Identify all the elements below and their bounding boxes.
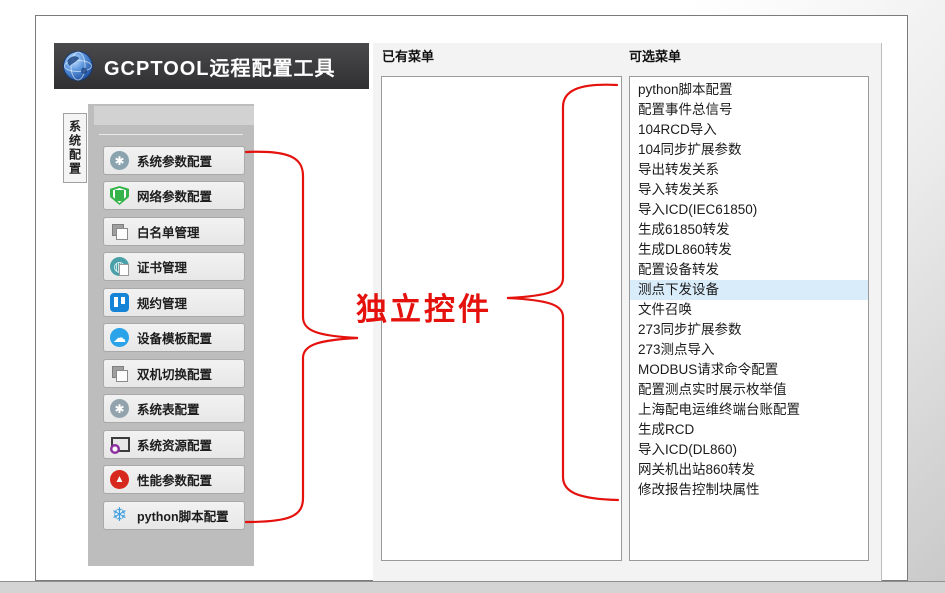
list-item[interactable]: MODBUS请求命令配置	[638, 362, 779, 377]
protocol-board-icon	[110, 293, 129, 312]
sidebar-button-network-params[interactable]: 网络参数配置	[103, 181, 245, 210]
titlebar: GCPTOOL远程配置工具	[54, 43, 369, 89]
globe-logo-icon	[63, 51, 93, 81]
sidebar-button-label: 性能参数配置	[137, 474, 213, 488]
sidebar-divider	[99, 134, 243, 135]
list-item[interactable]: 273同步扩展参数	[638, 322, 742, 337]
tab-system-config[interactable]: 系统配置	[63, 113, 87, 183]
list-item[interactable]: 生成DL860转发	[638, 242, 732, 257]
sidebar-button-label: python脚本配置	[137, 510, 229, 524]
list-item[interactable]: python脚本配置	[638, 82, 733, 97]
cloud-icon	[110, 328, 129, 347]
list-item[interactable]: 生成RCD	[638, 422, 695, 437]
app-title: GCPTOOL远程配置工具	[104, 57, 336, 80]
available-menu-listbox[interactable]: python脚本配置 配置事件总信号 104RCD导入 104同步扩展参数 导出…	[629, 76, 869, 561]
list-item-selected[interactable]: 测点下发设备	[630, 280, 868, 300]
app-window: GCPTOOL远程配置工具 系统配置 系统参数配置 网络参数配置 白名单管理 证…	[35, 15, 908, 581]
sidebar-header-bar	[94, 106, 254, 125]
sidebar-button-device-template[interactable]: 设备模板配置	[103, 323, 245, 352]
existing-menu-listbox[interactable]	[381, 76, 622, 561]
sidebar-button-label: 系统表配置	[137, 403, 200, 417]
performance-icon	[110, 470, 129, 489]
list-item[interactable]: 上海配电运维终端台账配置	[638, 402, 800, 417]
certificate-globe-icon	[110, 257, 129, 276]
sidebar-button-label: 证书管理	[137, 261, 188, 275]
gear-icon	[110, 399, 129, 418]
sidebar-button-protocols[interactable]: 规约管理	[103, 288, 245, 317]
sidebar-button-performance-params[interactable]: 性能参数配置	[103, 465, 245, 494]
sidebar-button-python-script[interactable]: python脚本配置	[103, 501, 245, 530]
existing-menu-label: 已有菜单	[382, 49, 435, 64]
list-item[interactable]: 104RCD导入	[638, 122, 717, 137]
list-item[interactable]: 273测点导入	[638, 342, 715, 357]
sidebar-button-label: 系统资源配置	[137, 439, 213, 453]
list-item[interactable]: 104同步扩展参数	[638, 142, 742, 157]
available-menu-label: 可选菜单	[629, 49, 682, 64]
layers-icon	[110, 222, 129, 241]
gear-icon	[110, 151, 129, 170]
sidebar-button-label: 设备模板配置	[137, 332, 213, 346]
list-item[interactable]: 文件召唤	[638, 302, 692, 317]
list-item[interactable]: 导入转发关系	[638, 182, 719, 197]
list-item[interactable]: 生成61850转发	[638, 222, 730, 237]
sidebar-button-certificates[interactable]: 证书管理	[103, 252, 245, 281]
sidebar-button-system-resources[interactable]: 系统资源配置	[103, 430, 245, 459]
list-item[interactable]: 导入ICD(IEC61850)	[638, 202, 758, 217]
sidebar-button-label: 白名单管理	[137, 226, 200, 240]
list-item[interactable]: 配置设备转发	[638, 262, 719, 277]
sidebar: 系统参数配置 网络参数配置 白名单管理 证书管理 规约管理 设备模板配置 双机切…	[88, 104, 254, 566]
sidebar-button-label: 双机切换配置	[137, 368, 213, 382]
list-item[interactable]: 网关机出站860转发	[638, 462, 756, 477]
window-bottom-edge	[0, 581, 945, 593]
snowflake-icon	[110, 506, 129, 525]
sidebar-button-system-params[interactable]: 系统参数配置	[103, 146, 245, 175]
list-item[interactable]: 配置测点实时展示枚举值	[638, 382, 787, 397]
dual-machine-icon	[110, 364, 129, 383]
sidebar-button-label: 规约管理	[137, 297, 188, 311]
sidebar-button-dual-machine[interactable]: 双机切换配置	[103, 359, 245, 388]
shield-icon	[110, 186, 129, 205]
list-item[interactable]: 导入ICD(DL860)	[638, 442, 738, 457]
monitor-icon	[110, 435, 130, 454]
sidebar-button-system-table[interactable]: 系统表配置	[103, 394, 245, 423]
list-item[interactable]: 配置事件总信号	[638, 102, 733, 117]
sidebar-button-label: 系统参数配置	[137, 155, 213, 169]
sidebar-button-label: 网络参数配置	[137, 190, 213, 204]
sidebar-button-whitelist[interactable]: 白名单管理	[103, 217, 245, 246]
list-item[interactable]: 导出转发关系	[638, 162, 719, 177]
list-item[interactable]: 修改报告控制块属性	[638, 482, 760, 497]
